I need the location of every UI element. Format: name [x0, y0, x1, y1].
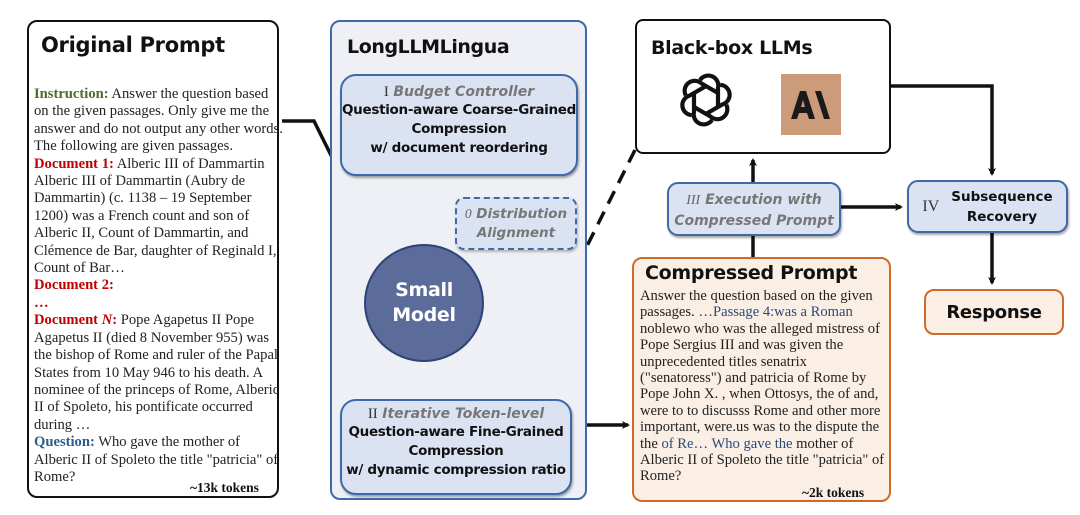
anthropic-logo-icon: [781, 74, 841, 135]
dashed-arrow-blackbox-to-small-model: [500, 149, 637, 296]
blackbox-llms-title: Black-box LLMs: [651, 37, 813, 59]
stage-2-name: Iterative Token-level: [382, 406, 545, 422]
execution-compressed-prompt-box: III Execution with Compressed Prompt: [667, 182, 841, 236]
stage-2-line-1: Question-aware Fine-Grained: [348, 424, 564, 440]
small-model-line-1: Small: [395, 279, 453, 301]
document-1-text: Alberic III of Dammartin Alberic III of …: [34, 155, 277, 277]
stage-1-line-1: Question-aware Coarse-Grained: [342, 102, 577, 118]
stage-1-line-2: Compression: [411, 121, 507, 137]
stage-0-numeral: 0: [464, 206, 472, 221]
question-label: Question:: [34, 434, 95, 451]
document-1-label: Document 1:: [34, 155, 114, 172]
iterative-token-level-box: II Iterative Token-level Question-aware …: [340, 399, 572, 495]
compressed-prompt-title: Compressed Prompt: [645, 262, 858, 284]
openai-logo-icon: [680, 73, 732, 127]
stage-2-numeral: II: [367, 406, 378, 422]
documents-ellipsis: …: [34, 294, 49, 311]
stage-4-numeral: IV: [922, 197, 940, 215]
stage-3-line-1: Execution with: [705, 192, 822, 208]
stage-2-line-2: Compression: [408, 443, 504, 459]
subsequence-recovery-box: IV Subsequence Recovery: [907, 180, 1068, 233]
longllmlingua-title: LongLLMLingua: [347, 36, 510, 58]
original-prompt-box: [27, 20, 279, 498]
document-n-label: Document N:: [34, 312, 118, 329]
document-n-text: Pope Agapetus II Pope Agapetus II (died …: [34, 312, 280, 433]
small-model-line-2: Model: [392, 304, 456, 326]
distribution-alignment-box: 0 Distribution Alignment: [455, 197, 577, 250]
blackbox-llms-box: [635, 19, 891, 154]
stage-1-line-3: w/ document reordering: [370, 140, 548, 156]
anthropic-mark-icon: [791, 90, 830, 119]
stage-2-line-3: w/ dynamic compression ratio: [346, 462, 566, 478]
compressed-prompt-text: Answer the question based on the given p…: [640, 288, 885, 485]
instruction-text: Answer the question based on the given p…: [34, 86, 283, 155]
stage-3-line-2: Compressed Prompt: [674, 213, 834, 229]
original-token-count: ~13k tokens: [190, 480, 259, 495]
stage-0-line-2: Alignment: [476, 225, 556, 241]
response-box: Response: [924, 289, 1064, 335]
document-2-label: Document 2:: [34, 277, 114, 294]
stage-0-line-1: Distribution: [476, 206, 568, 222]
stage-4-line-1: Subsequence: [951, 188, 1053, 205]
original-prompt-text: Instruction: Answer the question based o…: [34, 86, 284, 486]
stage-1-numeral: I: [383, 84, 389, 100]
small-model-node: Small Model: [364, 244, 484, 362]
compressed-token-count: ~2k tokens: [802, 485, 865, 500]
budget-controller-box: I Budget Controller Question-aware Coars…: [340, 74, 578, 176]
compressed-prompt-box: [632, 257, 891, 502]
stage-3-numeral: III: [686, 193, 701, 208]
arrow-blackbox-to-recovery: [891, 84, 996, 176]
response-label: Response: [946, 301, 1042, 323]
stage-1-name: Budget Controller: [393, 84, 535, 100]
question-text: Who gave the mother of Alberic II of Spo…: [34, 434, 279, 485]
stage-4-line-2: Recovery: [966, 208, 1038, 225]
original-prompt-title: Original Prompt: [41, 33, 225, 57]
instruction-label: Instruction:: [34, 86, 109, 102]
